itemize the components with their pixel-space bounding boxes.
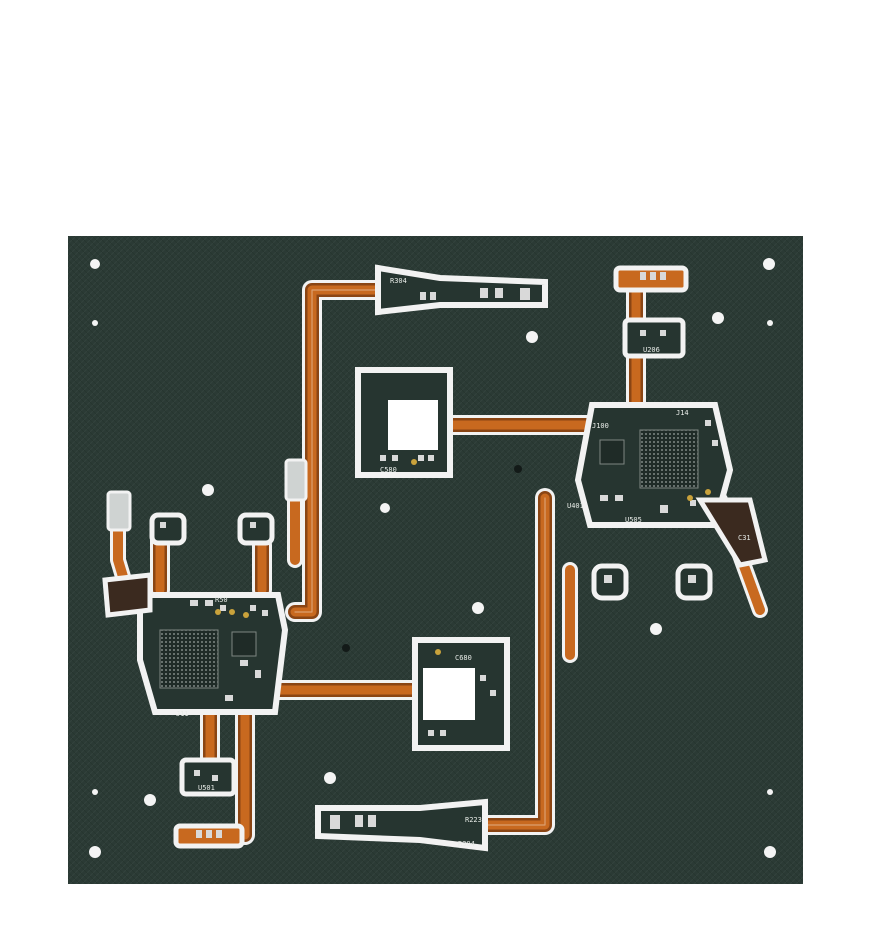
label-j11: J11 [176,710,189,718]
label-r50: R50 [215,596,228,604]
label-j14: J14 [676,409,689,417]
window-top [388,400,438,450]
silkscreen-labels: R304 R223 R304 J14 J100 U505 U206 U501 U… [176,277,751,848]
panel-board [68,236,803,884]
chip-right-small [599,439,625,465]
label-u206: U206 [643,346,660,354]
label-c580: C580 [380,466,397,474]
tooling-holes [89,258,776,858]
window-bottom [423,668,475,720]
label-u501: U501 [198,784,215,792]
label-u505: U505 [625,516,642,524]
label-u401: U401 [567,502,584,510]
bga-chip-right [639,429,699,489]
label-r304-top: R304 [390,277,407,285]
label-r223: R223 [465,816,482,824]
chip-left-small [231,631,257,657]
gold-pads [215,459,711,655]
label-c31: C31 [738,534,751,542]
component-pads [160,272,718,838]
label-r304-bottom: R304 [458,840,475,848]
label-j100: J100 [592,422,609,430]
bga-chip-left [159,629,219,689]
label-c680: C680 [455,654,472,662]
contact-tabs [106,458,308,532]
